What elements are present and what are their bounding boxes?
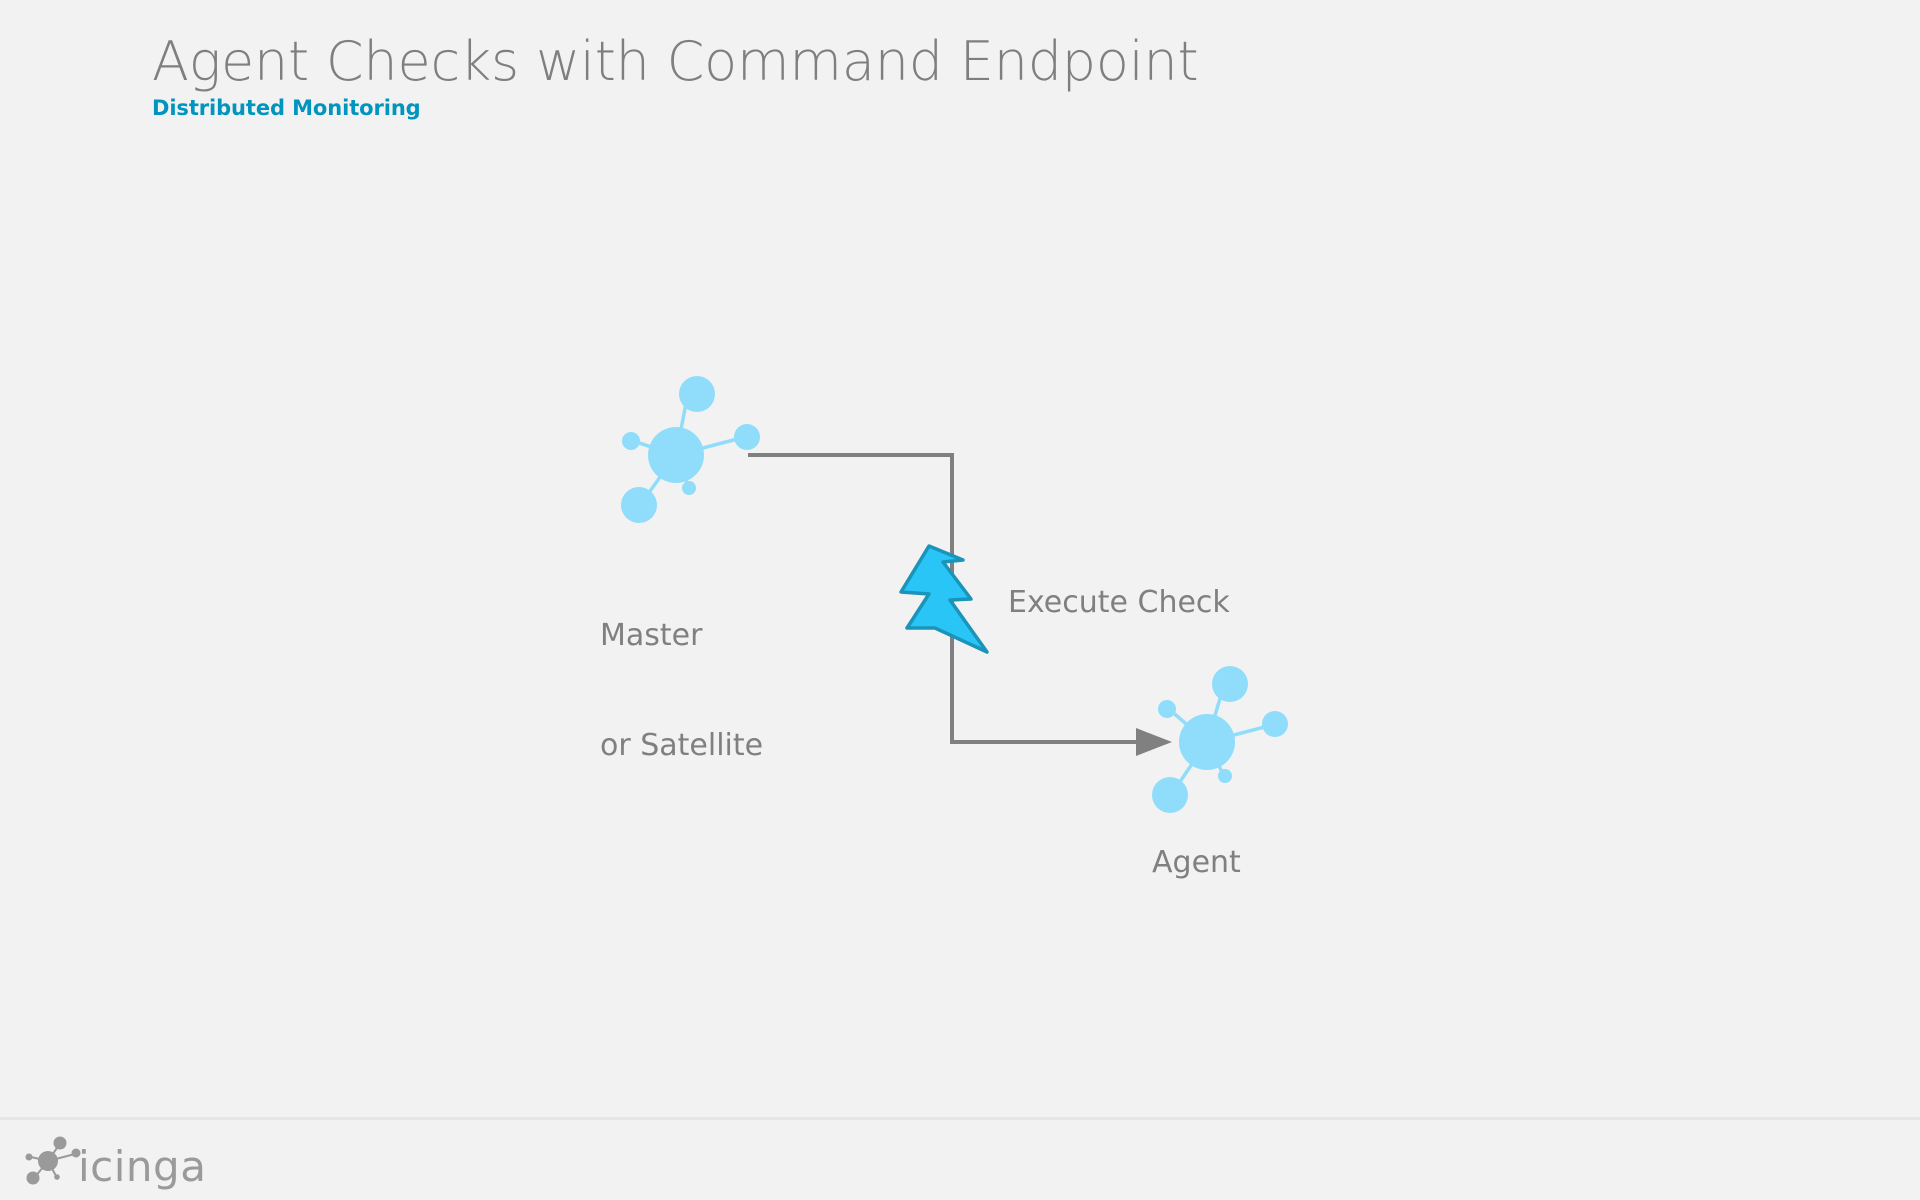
connector-label-execute-check: Execute Check bbox=[1008, 585, 1230, 620]
icinga-cluster-icon-agent bbox=[1152, 666, 1288, 813]
slide-header: Agent Checks with Command Endpoint Distr… bbox=[152, 30, 1199, 121]
lightning-bolt-icon bbox=[899, 544, 989, 654]
slide-subtitle: Distributed Monitoring bbox=[152, 96, 421, 121]
node-label-master-line1: Master bbox=[600, 618, 703, 654]
icinga-cluster-icon-master bbox=[621, 376, 760, 523]
arrowhead-icon bbox=[1136, 728, 1172, 756]
footer-divider bbox=[0, 1117, 1920, 1120]
node-label-agent: Agent bbox=[1152, 845, 1241, 880]
icinga-logo-wordmark: icinga bbox=[78, 1142, 206, 1191]
icinga-logo: icinga bbox=[25, 1136, 206, 1191]
node-label-master-line2: or Satellite bbox=[600, 727, 764, 763]
icinga-logo-mark bbox=[25, 1136, 81, 1185]
page-title: Agent Checks with Command Endpoint bbox=[152, 30, 1199, 93]
node-label-master: Master or Satellite bbox=[600, 545, 763, 838]
